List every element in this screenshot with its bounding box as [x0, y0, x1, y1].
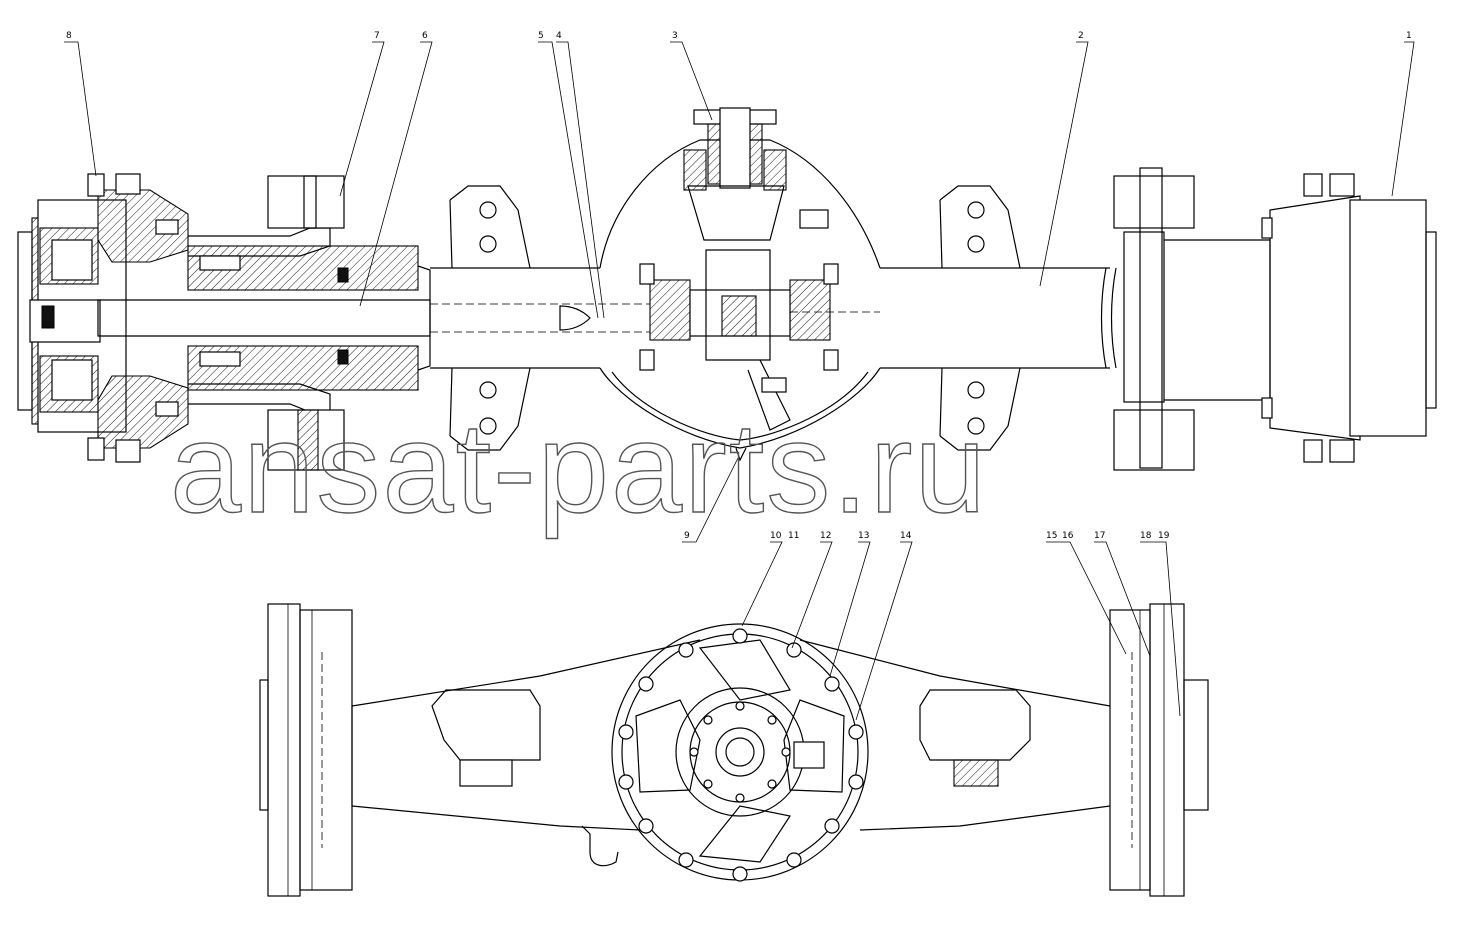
callout-12: 12 — [820, 531, 831, 541]
callout-11: 11 — [788, 531, 799, 541]
cover-bolt-ring — [618, 628, 864, 882]
callout-19: 19 — [1158, 531, 1170, 541]
callout-3: 3 — [672, 31, 678, 41]
callout-13: 13 — [858, 531, 869, 541]
callout-10: 10 — [770, 531, 782, 541]
callout-4: 4 — [556, 31, 562, 41]
right-beam-body — [880, 185, 1117, 451]
callout-5: 5 — [538, 31, 544, 41]
left-hub-section — [17, 173, 189, 463]
bottom-rear-view — [259, 603, 1209, 897]
left-axle-tube — [187, 175, 419, 471]
right-drum-rear — [1109, 603, 1209, 897]
callout-17: 17 — [1094, 531, 1105, 541]
differential-housing-section — [599, 107, 881, 462]
watermark-text: ansat-parts.ru — [170, 397, 988, 540]
top-section-view — [17, 107, 1437, 471]
callout-16: 16 — [1062, 531, 1074, 541]
callout-labels: 8 7 6 5 4 3 2 1 9 10 11 12 13 14 15 16 1… — [66, 31, 1412, 541]
callout-2: 2 — [1078, 31, 1084, 41]
callout-1: 1 — [1406, 31, 1412, 41]
flange-bolt-ring — [689, 701, 791, 803]
callout-8: 8 — [66, 31, 72, 41]
beam-rear — [351, 639, 1111, 867]
callout-18: 18 — [1140, 531, 1152, 541]
left-drum-rear — [259, 603, 353, 897]
right-hub — [1113, 167, 1437, 471]
callout-15: 15 — [1046, 531, 1057, 541]
callout-14: 14 — [900, 531, 912, 541]
callout-leaders — [64, 41, 1415, 721]
differential-cover-rear — [611, 623, 869, 882]
left-beam-body — [430, 185, 600, 451]
callout-7: 7 — [374, 31, 380, 41]
callout-6: 6 — [422, 31, 428, 41]
callout-9: 9 — [684, 531, 690, 541]
half-shaft — [97, 265, 650, 371]
